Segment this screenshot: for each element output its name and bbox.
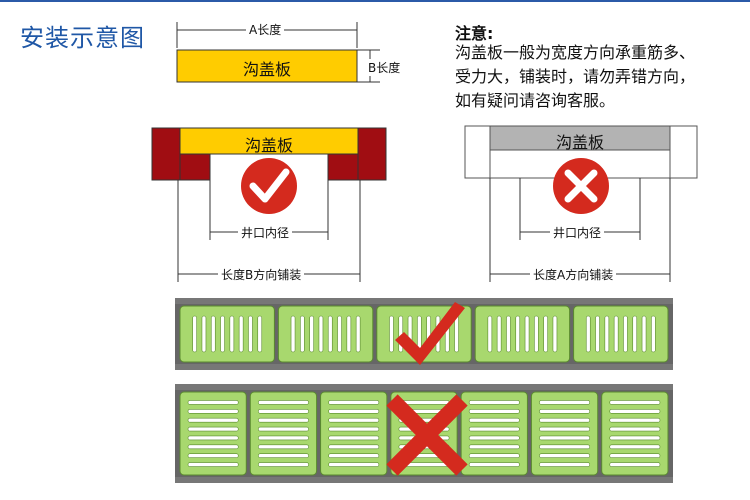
b-length-label: B长度 [365,59,404,76]
grating-panel-vertical [573,305,669,363]
right-direction-label: 长度A方向铺装 [530,266,617,283]
note-line-1: 沟盖板一般为宽度方向承重筋多、 [455,43,696,62]
a-length-label: A长度 [246,21,285,38]
right-cover-plate [489,125,671,151]
left-cover-label: 沟盖板 [244,136,293,155]
top-cover-plate [176,49,358,83]
cross-mark-icon [564,169,598,203]
note-line-2: 受力大，铺装时，请勿弄错方向， [455,67,696,86]
correct-installation-row [175,298,673,370]
right-well-label: 井口内径 [550,224,605,241]
grating-panel-vertical [474,305,571,363]
note-heading: 注意: [455,24,494,43]
wrong-installation-row [175,384,673,483]
right-cover-label: 沟盖板 [555,133,604,152]
left-well-label: 井口内径 [238,224,293,241]
grating-panel-horizontal [249,391,318,476]
right-install-diagram [464,125,698,282]
left-frame-block [151,127,181,181]
left-direction-label: 长度B方向铺装 [218,266,305,283]
page-title: 安装示意图 [20,24,145,52]
grating-panel-horizontal [530,391,599,476]
note-line-3: 如有疑问请咨询客服。 [455,91,616,110]
grating-panel-horizontal [601,391,669,476]
top-border [0,0,750,2]
check-circle-icon [241,158,297,214]
grating-panel-vertical [179,305,275,363]
grating-panel-vertical [277,305,374,363]
row-check-mark-icon [395,302,465,365]
row-cross-mark-icon [386,394,468,476]
left-install-diagram [151,127,387,282]
top-cover-label: 沟盖板 [242,60,291,79]
grating-panel-horizontal [460,391,528,476]
left-cover-plate [179,127,359,155]
grating-panel-horizontal [320,391,388,476]
check-mark-icon [249,168,290,203]
left-frame-block-right [357,127,387,181]
grating-panel-horizontal [179,391,247,476]
